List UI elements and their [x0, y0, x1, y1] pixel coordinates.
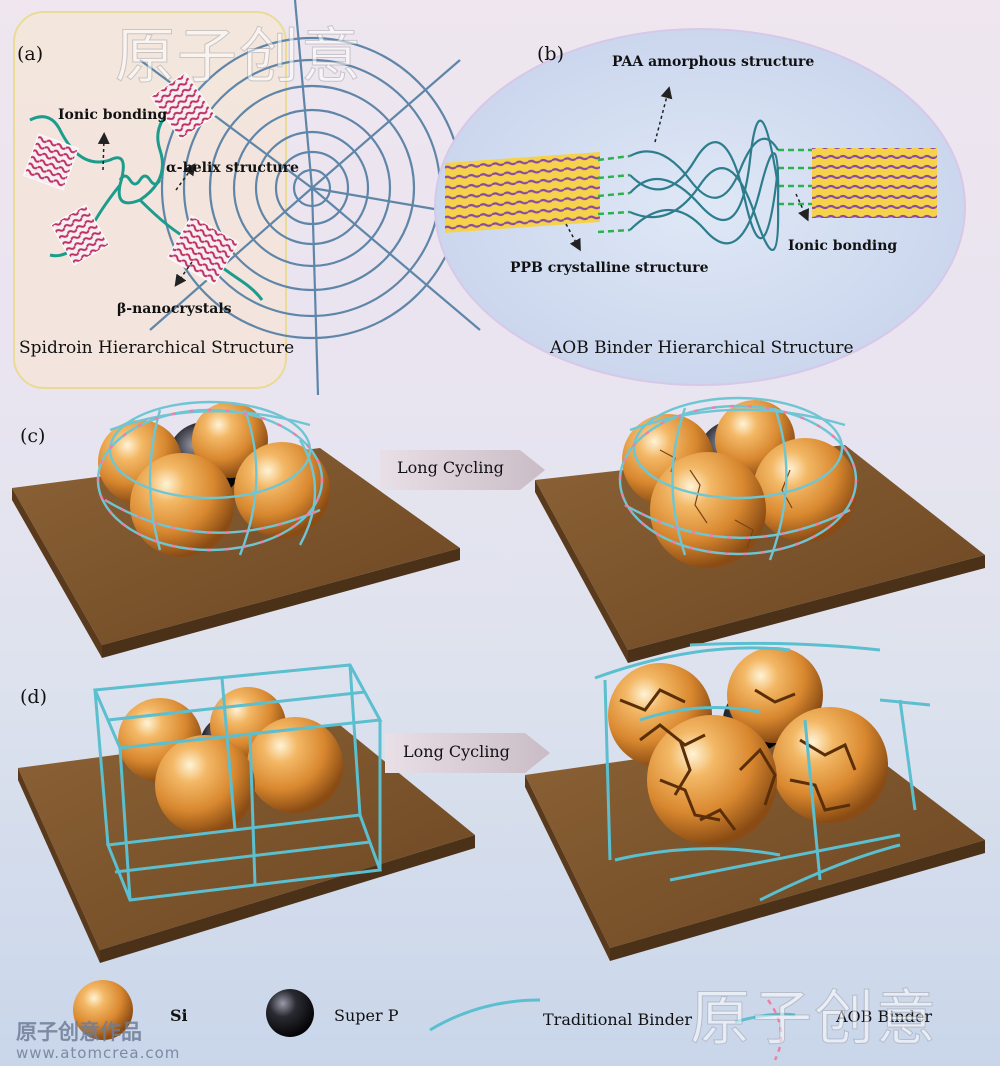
paa-amorphous-chains — [629, 119, 780, 252]
long-cycling-arrow-d — [385, 733, 550, 773]
ionic-bonding-b-arrow — [795, 193, 809, 222]
si-particle — [647, 715, 777, 845]
substrate-plate-edge — [628, 555, 985, 663]
si-particle — [753, 438, 857, 542]
substrate-plate-edge — [610, 840, 985, 961]
panel-d — [18, 641, 985, 963]
ppb-arrow — [565, 223, 581, 252]
si-particle — [130, 453, 234, 557]
panel-a-background — [13, 11, 287, 389]
ionic-bonding-arrow — [97, 132, 110, 171]
beta-nanocrystal — [150, 71, 216, 141]
traditional-binder-broken — [594, 641, 931, 902]
legend-si-icon — [73, 980, 133, 1040]
panel-a-caption: Spidroin Hierarchical Structure — [19, 338, 295, 358]
substrate-plate-edge — [102, 548, 460, 658]
panel-b — [434, 28, 966, 386]
watermark-small: 原子创意作品 — [16, 1020, 142, 1044]
panel-b-background — [434, 28, 966, 386]
beta-arrow — [174, 261, 193, 287]
substrate-plate-edge — [535, 480, 628, 663]
ppb-crystal-right — [812, 148, 937, 218]
substrate-plate — [18, 725, 475, 950]
alpha-helix-label: α-helix structure — [166, 160, 299, 176]
si-particle — [772, 707, 888, 823]
aob-ionic-dashes — [618, 404, 858, 556]
ionic-bonds — [597, 148, 812, 234]
legend-traditional-binder-icon — [429, 998, 541, 1032]
legend-traditional-binder-label: Traditional Binder — [543, 1010, 692, 1029]
aob-ionic-dashes — [96, 408, 324, 552]
traditional-binder-grid — [92, 663, 383, 902]
long-cycling-label-c: Long Cycling — [397, 458, 504, 477]
panel-c — [12, 396, 985, 663]
legend-aob-binder-icon — [734, 1012, 796, 1024]
legend-super-p-icon — [266, 989, 314, 1037]
si-particle — [155, 735, 255, 835]
long-cycling-arrow-c — [380, 450, 545, 490]
substrate-plate-edge — [525, 775, 610, 961]
beta-nanocrystals-label: β-nanocrystals — [117, 301, 232, 317]
paa-arrow — [654, 86, 673, 143]
panel-a-letter: (a) — [17, 43, 44, 65]
beta-nanocrystal — [166, 215, 240, 285]
substrate-plate-edge — [18, 768, 100, 963]
si-particle — [234, 442, 330, 538]
paa-amorphous-label: PAA amorphous structure — [612, 54, 815, 70]
legend-aob-binder-dash-icon — [766, 999, 783, 1061]
legend-si-label: Si — [170, 1006, 188, 1025]
panel-d-letter: (d) — [20, 686, 47, 708]
legend-super-p-label: Super P — [334, 1006, 399, 1025]
long-cycling-label-d: Long Cycling — [403, 742, 510, 761]
alpha-helix-arrow — [175, 163, 196, 191]
watermark-top: 原子创意 — [115, 22, 363, 93]
beta-nanocrystal — [23, 133, 79, 191]
substrate-plate-edge — [12, 488, 102, 658]
beta-nanocrystal — [50, 204, 110, 266]
panel-b-caption: AOB Binder Hierarchical Structure — [550, 338, 854, 358]
helix-coil — [118, 174, 162, 186]
watermark-bottom: 原子创意 — [690, 984, 938, 1055]
ppb-crystal-left — [445, 152, 600, 233]
legend — [73, 980, 796, 1061]
si-particle — [247, 717, 343, 813]
watermark-url: www.atomcrea.com — [16, 1044, 181, 1062]
ppb-crystalline-label: PPB crystalline structure — [510, 260, 709, 276]
panel-c-letter: (c) — [20, 425, 46, 447]
panel-a — [13, 0, 481, 396]
legend-aob-binder-label: AOB Binder — [836, 1007, 933, 1026]
ionic-bonding-label-b: Ionic bonding — [788, 238, 898, 254]
ionic-bonding-label-a: Ionic bonding — [58, 107, 168, 123]
panel-b-letter: (b) — [537, 43, 564, 65]
fractured-cracks — [619, 688, 857, 831]
